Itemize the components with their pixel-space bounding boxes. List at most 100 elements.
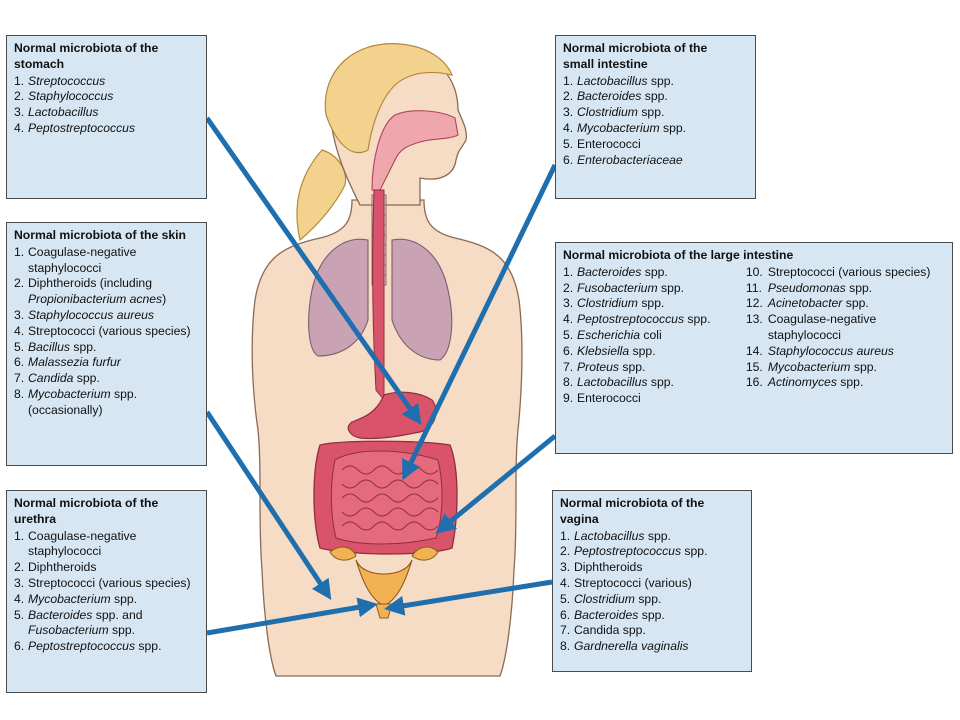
organism-name: spp. [659, 120, 687, 135]
organism-name: spp. [619, 623, 646, 638]
organism-item: 5.Enterococci [563, 137, 748, 153]
organism-item: 16.Actinomyces spp. [746, 375, 945, 391]
ovary-left [329, 546, 357, 561]
organism-name: spp. [647, 73, 674, 88]
organism-name: Staphylococcus [28, 89, 114, 104]
organism-name: spp. [644, 528, 671, 543]
organism-name: Escherichia [577, 327, 640, 342]
organism-name: spp. [634, 591, 662, 606]
item-number: 4. [563, 312, 574, 327]
organism-name: Enterococci [577, 391, 641, 406]
organism-item: 2.Bacteroides spp. [563, 89, 748, 105]
organism-name: Bacteroides [577, 89, 642, 104]
organism-item: 2.Fusobacterium spp. [563, 281, 746, 297]
organism-name: spp. [638, 607, 665, 622]
item-number: 6. [14, 639, 25, 654]
organism-name: spp. [637, 105, 665, 120]
organism-name: Fusobacterium [28, 623, 109, 638]
arrow-vagina [384, 579, 553, 616]
organism-item: 3.Clostridium spp. [563, 105, 748, 121]
organism-name: Peptostreptococcus [574, 544, 682, 559]
organism-name: spp. [836, 375, 864, 390]
item-number: 1. [560, 528, 571, 543]
organism-item: 1.Lactobacillus spp. [563, 74, 748, 90]
large-intestine-box: Normal microbiota of the large intestine… [555, 242, 953, 454]
organism-name: Peptostreptococcus [577, 312, 685, 327]
organism-name: Peptostreptococcus [28, 639, 136, 654]
organism-item: 6.Malassezia furfur [14, 355, 199, 371]
item-number: 2. [14, 276, 25, 291]
small-intestine-list: 1.Lactobacillus spp.2.Bacteroides spp.3.… [563, 74, 748, 169]
item-number: 16. [745, 375, 763, 390]
organism-name: spp. and [92, 607, 143, 622]
item-number: 8. [563, 375, 574, 390]
organism-name: Coagulase-negative staphylococci [28, 528, 137, 559]
right-lung [391, 238, 453, 361]
organism-item: 8.Gardnerella vaginalis [560, 639, 744, 655]
organism-name: spp. [850, 359, 877, 374]
organism-name: Streptococcus [28, 73, 106, 88]
item-number: 12. [745, 296, 763, 311]
item-number: 7. [14, 371, 25, 386]
organism-name: Bacteroides [28, 607, 93, 622]
item-number: 6. [560, 607, 571, 622]
organism-name: Mycobacterium [28, 386, 111, 401]
organism-item: 8.Lactobacillus spp. [563, 375, 746, 391]
organism-item: 4.Streptococci (various species) [14, 324, 199, 340]
item-number: 5. [14, 607, 25, 622]
organism-item: 2.Peptostreptococcus spp. [560, 544, 744, 560]
organism-item: 3.Streptococci (various species) [14, 576, 199, 592]
arrow-urethra [206, 597, 378, 636]
vagina-title: Normal microbiota of the vagina [560, 496, 705, 526]
esophagus [372, 189, 385, 402]
hair-ponytail [296, 149, 347, 242]
organism-item: 5.Escherichia coli [563, 328, 746, 344]
item-number: 5. [563, 136, 574, 151]
organism-name: spp. [70, 339, 97, 354]
organism-item: 4.Mycobacterium spp. [14, 592, 199, 608]
organism-item: 11.Pseudomonas spp. [746, 281, 945, 297]
organism-item: 6.Peptostreptococcus spp. [14, 639, 199, 655]
item-number: 9. [563, 391, 574, 406]
organism-name: Lactobacillus [577, 375, 648, 390]
item-number: 10. [745, 264, 763, 279]
organism-name: Diphtheroids (including [28, 276, 152, 291]
organism-name: Malassezia furfur [28, 355, 121, 370]
item-number: 4. [14, 120, 25, 135]
organism-item: 4.Peptostreptococcus [14, 121, 199, 137]
item-number: 2. [14, 560, 25, 575]
organism-item: 1.Streptococcus [14, 74, 199, 90]
ovary-right [411, 546, 439, 561]
organism-name: Enterobacteriaceae [577, 152, 683, 167]
organism-item: 2.Diphtheroids (including Propionibacter… [14, 276, 199, 308]
small-intestine [330, 450, 443, 545]
item-number: 8. [560, 639, 571, 654]
item-number: 3. [14, 575, 25, 590]
organism-item: 5.Bacteroides spp. and Fusobacterium spp… [14, 608, 199, 640]
organism-name: Streptococci (various species) [28, 575, 191, 590]
organism-name: spp. [108, 623, 136, 638]
organism-name: Streptococci (various) [574, 575, 692, 590]
organism-name: Peptostreptococcus [28, 120, 136, 135]
organism-name: spp. [73, 371, 100, 386]
item-number: 3. [14, 307, 25, 322]
urethra-box: Normal microbiota of the urethra 1.Coagu… [6, 490, 207, 693]
small-intestine-title: Normal microbiota of the small intestine [563, 41, 708, 71]
organism-item: 1.Coagulase-negative staphylococci [14, 529, 199, 561]
organism-name: spp. [681, 544, 708, 559]
arrow-small-intestine [402, 163, 558, 481]
stomach-title: Normal microbiota of the stomach [14, 41, 159, 71]
organism-name: Streptococci (various species) [28, 323, 191, 338]
item-number: 6. [563, 152, 574, 167]
item-number: 1. [563, 73, 574, 88]
organism-item: 7.Candida spp. [560, 623, 744, 639]
organism-item: 8.Mycobacterium spp. (occasionally) [14, 387, 199, 419]
item-number: 5. [14, 339, 25, 354]
organism-item: 2.Diphtheroids [14, 560, 199, 576]
organism-name: spp. [619, 359, 646, 374]
organism-item: 1.Bacteroides spp. [563, 265, 746, 281]
organism-item: 4.Streptococci (various) [560, 576, 744, 592]
organism-name: Mycobacterium [767, 359, 851, 374]
